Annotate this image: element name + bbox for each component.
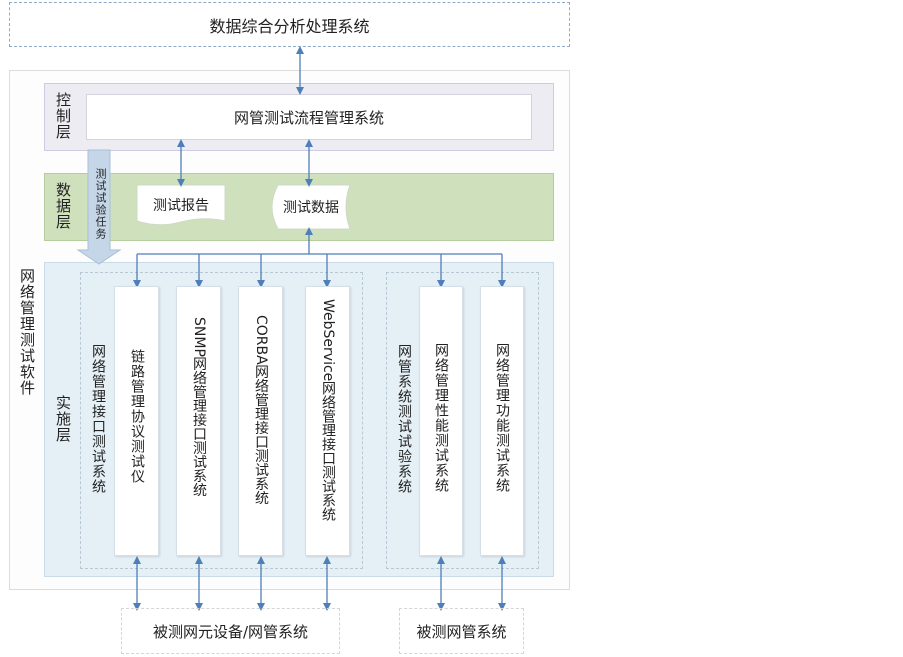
test-report-label: 测试报告 — [153, 198, 209, 214]
control-layer-label: 控制层 — [54, 92, 72, 140]
function-test-system-label: 网络管理功能测试系统 — [494, 343, 510, 493]
task-arrow — [76, 149, 122, 265]
test-flow-management-system[interactable]: 网管测试流程管理系统 — [86, 94, 532, 140]
implementation-layer-label: 实施层 — [54, 395, 72, 443]
performance-test-system[interactable]: 网络管理性能测试系统 — [419, 286, 463, 556]
data-layer — [44, 173, 554, 241]
interface-test-group-label: 网络管理接口测试系统 — [90, 344, 106, 494]
function-test-system[interactable]: 网络管理功能测试系统 — [480, 286, 524, 556]
snmp-test-system-label: SNMP网络管理接口测试系统 — [191, 317, 207, 497]
tested-nms[interactable]: 被测网管系统 — [399, 608, 524, 654]
data-analysis-system-label: 数据综合分析处理系统 — [209, 16, 370, 36]
link-protocol-tester-label: 链路管理协议测试仪 — [129, 349, 145, 484]
system-test-group — [386, 272, 539, 569]
performance-test-system-label: 网络管理性能测试系统 — [433, 343, 449, 493]
software-label: 网络管理测试软件 — [18, 268, 36, 396]
system-test-group-label: 网管系统测试试验系统 — [396, 344, 412, 494]
tested-network-element-label: 被测网元设备/网管系统 — [152, 622, 309, 641]
interface-test-group — [80, 272, 363, 569]
test-task-label: 测试试验任务 — [94, 168, 107, 240]
webservice-test-system[interactable]: WebService网络管理接口测试系统 — [305, 286, 350, 556]
corba-test-system[interactable]: CORBA网络管理接口测试系统 — [238, 286, 283, 556]
data-analysis-system: 数据综合分析处理系统 — [9, 2, 570, 47]
tested-network-element[interactable]: 被测网元设备/网管系统 — [121, 608, 340, 654]
corba-test-system-label: CORBA网络管理接口测试系统 — [253, 315, 269, 505]
test-data[interactable]: 测试数据 — [272, 185, 350, 229]
test-report[interactable]: 测试报告 — [137, 185, 225, 225]
webservice-test-system-label: WebService网络管理接口测试系统 — [320, 299, 336, 522]
data-layer-label: 数据层 — [54, 182, 72, 230]
test-flow-management-label: 网管测试流程管理系统 — [233, 108, 384, 127]
link-protocol-tester[interactable]: 链路管理协议测试仪 — [114, 286, 159, 556]
data-storage-shape — [271, 184, 351, 230]
snmp-test-system[interactable]: SNMP网络管理接口测试系统 — [176, 286, 221, 556]
test-data-label: 测试数据 — [283, 200, 339, 216]
report-document-shape — [136, 184, 226, 226]
tested-nms-label: 被测网管系统 — [416, 622, 507, 641]
